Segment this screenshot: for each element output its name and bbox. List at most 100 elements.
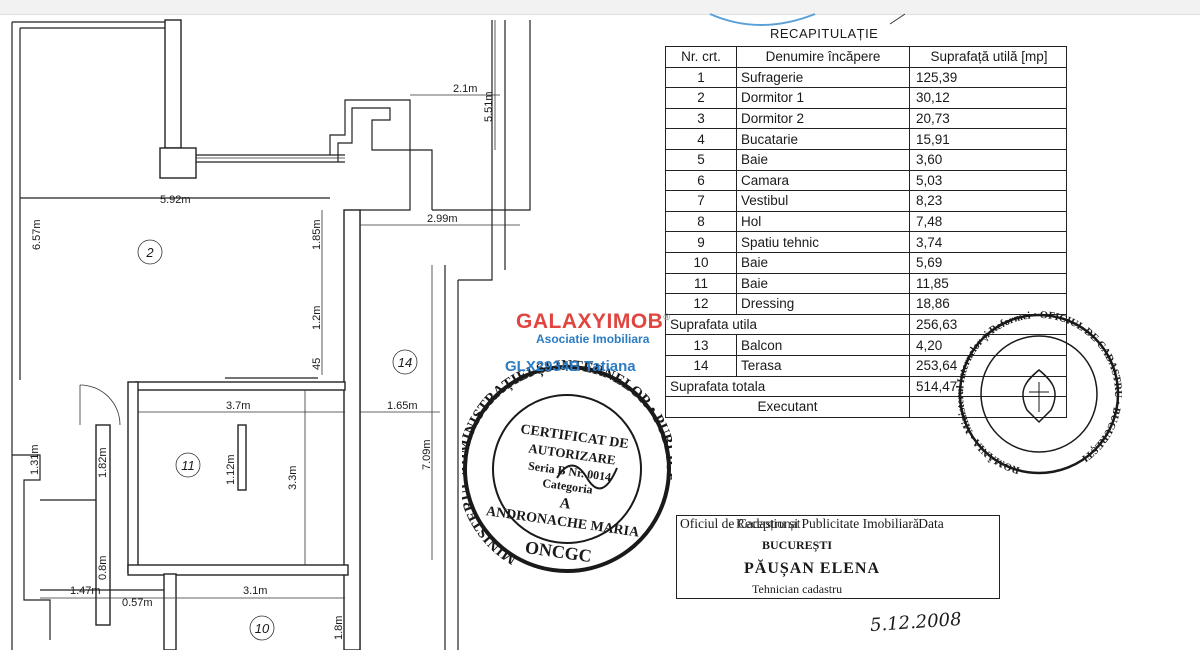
room-10-number: 10 — [255, 621, 270, 636]
watermark-brand: GALAXYIMOB® — [516, 310, 670, 334]
row-area: 20,73 — [909, 107, 1067, 130]
dim-1-2: 1.2m — [311, 306, 323, 330]
floor-plan: 2.1m 5.51m 5.92m 6.57m 2.99m 1.85m 1.2m … — [11, 19, 531, 650]
row-name: Vestibul — [736, 190, 910, 212]
top-stamp-remnant — [709, 13, 906, 26]
coat-of-arms-icon — [1022, 369, 1056, 424]
plan-wall-room11-left — [127, 381, 139, 573]
row-area: 7,48 — [909, 210, 1067, 233]
row-name: Terasa — [736, 354, 910, 377]
reception-role: Tehnician cadastru — [752, 582, 843, 596]
recap-title: RECAPITULAȚIE — [770, 26, 879, 41]
stamp-line-categoria: Categoria — [542, 476, 594, 497]
row-nr: 14 — [665, 354, 737, 377]
dim-0-57: 0.57m — [122, 597, 153, 609]
watermark-code: GLX2934B Tatiana — [505, 358, 636, 375]
recap-header-area: Suprafață utilă [mp] — [909, 46, 1067, 68]
row-nr: 7 — [665, 190, 737, 212]
row-area: 125,39 — [909, 66, 1067, 89]
dim-6-57: 6.57m — [31, 219, 43, 250]
dim-1-47: 1.47m — [70, 585, 101, 597]
row-nr: 6 — [665, 169, 737, 192]
row-area: 15,91 — [909, 128, 1067, 150]
reception-stamp-receptionat: Recepționat — [736, 516, 801, 531]
dim-3-3: 3.3m — [287, 466, 299, 490]
dim-45: 45 — [311, 358, 323, 370]
plan-terrace-edge — [432, 20, 531, 211]
dim-2-99: 2.99m — [427, 213, 458, 225]
watermark-subtitle: Asociatie Imobiliara — [536, 332, 650, 346]
dim-5-92: 5.92m — [160, 194, 191, 206]
stamp-inner-ring — [492, 394, 642, 544]
dim-1-8: 1.8m — [333, 616, 345, 640]
reception-box — [676, 515, 1000, 599]
watermark-brand-text: GALAXYIMOB — [516, 310, 664, 333]
row-name: Balcon — [736, 334, 910, 356]
row-nr: 5 — [665, 148, 737, 171]
row-nr: 4 — [665, 128, 737, 150]
dim-1-12: 1.12m — [225, 454, 237, 485]
row-name: Hol — [736, 210, 910, 233]
plan-wall-room11-top — [134, 381, 346, 391]
plan-pillar — [159, 147, 197, 179]
row-nr: 11 — [665, 272, 737, 295]
recap-header-nr: Nr. crt. — [665, 46, 737, 68]
row-nr: 3 — [665, 107, 737, 130]
room-2-number: 2 — [145, 245, 154, 260]
row-name: Dormitor 1 — [736, 87, 910, 109]
executant-value — [909, 396, 1067, 418]
row-name: Dressing — [736, 293, 910, 315]
plan-terrace-line-b — [458, 20, 493, 281]
row-area: 5,03 — [909, 169, 1067, 192]
row-nr: 13 — [665, 334, 737, 356]
room-10-circle — [249, 615, 275, 641]
reception-name: PĂUȘAN ELENA — [744, 560, 881, 577]
plan-wall-corridor — [343, 209, 361, 650]
reception-city: BUCUREȘTI — [762, 538, 833, 552]
row-area: 11,85 — [909, 272, 1067, 295]
top-bar — [0, 0, 1200, 15]
reception-header-date: Data — [918, 516, 944, 531]
recap-header-row: Nr. crt. Denumire încăpere Suprafață uti… — [665, 46, 1067, 68]
dim-3-7: 3.7m — [226, 400, 250, 412]
cadastre-inner-ring — [980, 335, 1098, 453]
plan-fixture — [237, 424, 247, 491]
row-nr: 8 — [665, 210, 737, 233]
recap-table: Nr. crt. Denumire încăpere Suprafață uti… — [665, 46, 1067, 418]
dim-1-82: 1.82m — [97, 447, 109, 478]
row-area: 3,60 — [909, 148, 1067, 171]
reception-header-text: Oficiul de Cadastru și Publicitate Imobi… — [680, 516, 919, 531]
agency-watermark: GALAXYIMOB® Asociatie Imobiliara — [516, 310, 670, 346]
cadastre-outer-ring — [958, 313, 1120, 475]
row-nr: 1 — [665, 66, 737, 89]
plan-wall-left-step — [12, 454, 51, 640]
top-stamp-arc-line — [709, 13, 816, 26]
executant-row: Executant — [665, 396, 1067, 418]
row-name: Baie — [736, 272, 910, 295]
room-14-number: 14 — [398, 355, 412, 370]
total-area-label: Suprafata totala — [665, 375, 910, 398]
stamp-outer-ring — [463, 365, 671, 573]
signature-date: 5.12.2008 — [869, 608, 963, 637]
top-stamp-tick — [889, 13, 906, 25]
plan-wall-stepped — [329, 99, 411, 650]
dim-5-51: 5.51m — [483, 91, 495, 122]
row-name: Spatiu tehnic — [736, 231, 910, 253]
dim-7-09: 7.09m — [421, 439, 433, 470]
plan-door-arc — [79, 384, 121, 426]
cadastre-stamp: ROMÂNIA • Ministerul Internelor și Refor… — [955, 310, 1123, 475]
row-nr: 2 — [665, 87, 737, 109]
row-area: 5,69 — [909, 251, 1067, 274]
row-area: 8,23 — [909, 190, 1067, 212]
dim-2-1: 2.1m — [453, 83, 477, 95]
